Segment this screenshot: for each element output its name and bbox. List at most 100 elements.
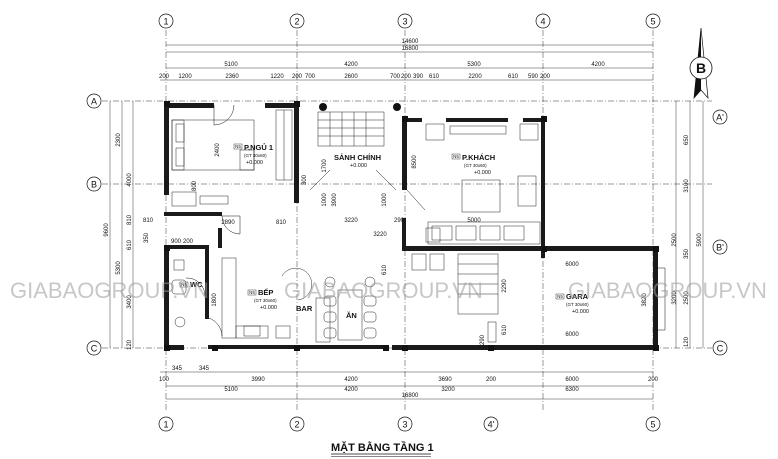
dim-top-axis-3: 5300: [467, 62, 481, 68]
dim-inner-1: 2400: [215, 143, 221, 157]
dim-inner-19: 810: [143, 218, 154, 224]
dim-bottom-detail-9: 200: [648, 377, 659, 383]
grid-label-top-4: 4: [540, 17, 545, 27]
dim-top-detail-10: 390: [413, 74, 424, 80]
garage-name: GARA: [566, 292, 589, 301]
dim-inner-15: 290: [480, 334, 486, 345]
dim-right-7: 120: [684, 336, 690, 347]
grid-bubbles-bottom: 1 2 3 4' 5: [158, 416, 661, 432]
room-hall-label: SẢNH CHÍNH +0.000: [334, 153, 381, 169]
dim-top-detail-6: 700: [305, 74, 316, 80]
dim-left-7: 3400: [127, 295, 133, 309]
grid-label-bottom-4: 4': [488, 420, 495, 430]
dim-right-6: 2500: [684, 291, 690, 305]
dim-top-detail-8: 700: [390, 74, 401, 80]
dim-right-4: 5900: [697, 233, 703, 247]
dim-inner-9: 290: [394, 218, 405, 224]
dim-inner-2: 1700: [322, 159, 328, 173]
dim-inner-5: 1000: [382, 193, 388, 207]
watermark-left: GIABAOGROUP.VN: [10, 278, 209, 303]
dim-top-detail-2: 1200: [178, 74, 192, 80]
dim-top-detail-15: 200: [540, 74, 551, 80]
dim-top-detail-1: 200: [159, 74, 170, 80]
dim-left-6: 610: [127, 239, 133, 250]
grid-label-top-2: 2: [294, 17, 299, 27]
dim-inner-8: 810: [276, 220, 287, 226]
dim-top-axis-4: 4200: [591, 62, 605, 68]
dim-top-detail-5: 200: [292, 74, 303, 80]
dim-right-1: 3100: [684, 179, 690, 193]
dim-inner-12: 8500: [412, 155, 418, 169]
dim-inner-18: 610: [502, 324, 508, 335]
kitchen-level: +0.000: [260, 305, 277, 311]
room-wc-label: N5 WC: [179, 280, 203, 289]
dim-left-5: 5300: [116, 261, 122, 275]
dim-top-detail-12: 2200: [468, 74, 482, 80]
drawing-title: MẶT BẰNG TẦNG 1: [331, 441, 434, 457]
grid-label-right-c: C: [717, 344, 724, 354]
dim-top-detail-13: 610: [508, 74, 519, 80]
bedroom-sub: (GT 30x60): [244, 153, 267, 158]
north-arrow-icon: B: [689, 27, 713, 100]
dim-bottom-axis-1: 5100: [224, 387, 238, 393]
doors: [185, 104, 666, 337]
dim-bottom-detail-5: 4200: [344, 377, 358, 383]
grid-label-top-1: 1: [163, 17, 168, 27]
dimension-texts-bottom: 100 345 345 3990 4200 3690 200 6000 200 …: [159, 366, 659, 399]
dim-inner-13: 300: [302, 174, 308, 185]
grid-label-left-a: A: [91, 97, 97, 107]
dim-inner-25: 6000: [565, 262, 579, 268]
dim-top-overall-1: 14600: [402, 39, 419, 45]
hall-name: SẢNH CHÍNH: [334, 153, 381, 162]
dim-inner-22: 1800: [212, 293, 218, 307]
dim-inner-20: 200: [183, 239, 194, 245]
dim-inner-16: 2290: [502, 279, 508, 293]
living-tag: N5: [453, 154, 459, 159]
dim-bottom-detail-7: 200: [486, 377, 497, 383]
dim-top-overall-2: 16800: [402, 46, 419, 52]
dim-inner-6: 3220: [344, 218, 358, 224]
bedroom-tag: N5: [235, 144, 241, 149]
room-dining-label: ĂN: [346, 311, 357, 320]
dim-inner-23: 350: [144, 232, 150, 243]
grid-label-bottom-2: 2: [294, 420, 299, 430]
axis-lines: [102, 30, 712, 412]
dimension-texts-inner: 2400 1700 1000 3900 1000 3220 2890 810 2…: [143, 143, 678, 345]
dim-bottom-axis-2: 4200: [344, 387, 358, 393]
bedroom-level: +0.000: [246, 160, 263, 166]
dim-top-axis-2: 4200: [344, 62, 358, 68]
room-living-label: N5 P.KHÁCH (GT 30x60) +0.000: [451, 153, 495, 176]
grid-label-bottom-5: 5: [650, 420, 655, 430]
grid-label-top-3: 3: [402, 17, 407, 27]
dim-bottom-detail-8: 6000: [565, 377, 579, 383]
garage-level: +0.000: [572, 309, 589, 315]
room-bar-label: BAR: [296, 304, 313, 313]
dim-inner-17: 3220: [373, 232, 387, 238]
dim-bottom-axis-3: 3200: [441, 387, 455, 393]
dimension-texts-left: 2300 4000 9600 810 5300 610 3400 120: [104, 133, 133, 350]
dining-name: ĂN: [346, 311, 357, 320]
dim-bottom-detail-6: 3690: [438, 377, 452, 383]
dim-left-4: 810: [127, 214, 133, 225]
dim-bottom-overall: 16800: [402, 393, 419, 399]
dim-inner-10: 5000: [467, 218, 481, 224]
kitchen-name: BẾP: [258, 287, 273, 297]
garage-tag: N5: [557, 294, 563, 299]
dim-inner-27: 2500: [672, 233, 678, 247]
wc-tag: N5: [181, 282, 187, 287]
room-kitchen-label: N5 BẾP (GT 30x60) +0.000: [247, 287, 277, 311]
dim-inner-21: 900: [171, 239, 182, 245]
dimension-texts-right: 3100 650 350 5900 3200 2500 120: [672, 134, 703, 347]
dim-bottom-detail-4: 3990: [251, 377, 265, 383]
dim-left-2: 4000: [127, 173, 133, 187]
dim-top-detail-9: 200: [401, 74, 412, 80]
grid-label-right-b-prime: B': [716, 243, 724, 253]
dim-bottom-detail-1: 100: [159, 377, 170, 383]
grid-bubbles-right: A' B' C: [712, 109, 728, 356]
dim-right-2: 650: [684, 134, 690, 145]
compass-letter: B: [696, 60, 706, 76]
dim-left-8: 120: [127, 339, 133, 350]
dining-table-icon: [337, 289, 363, 341]
living-name: P.KHÁCH: [462, 153, 495, 162]
